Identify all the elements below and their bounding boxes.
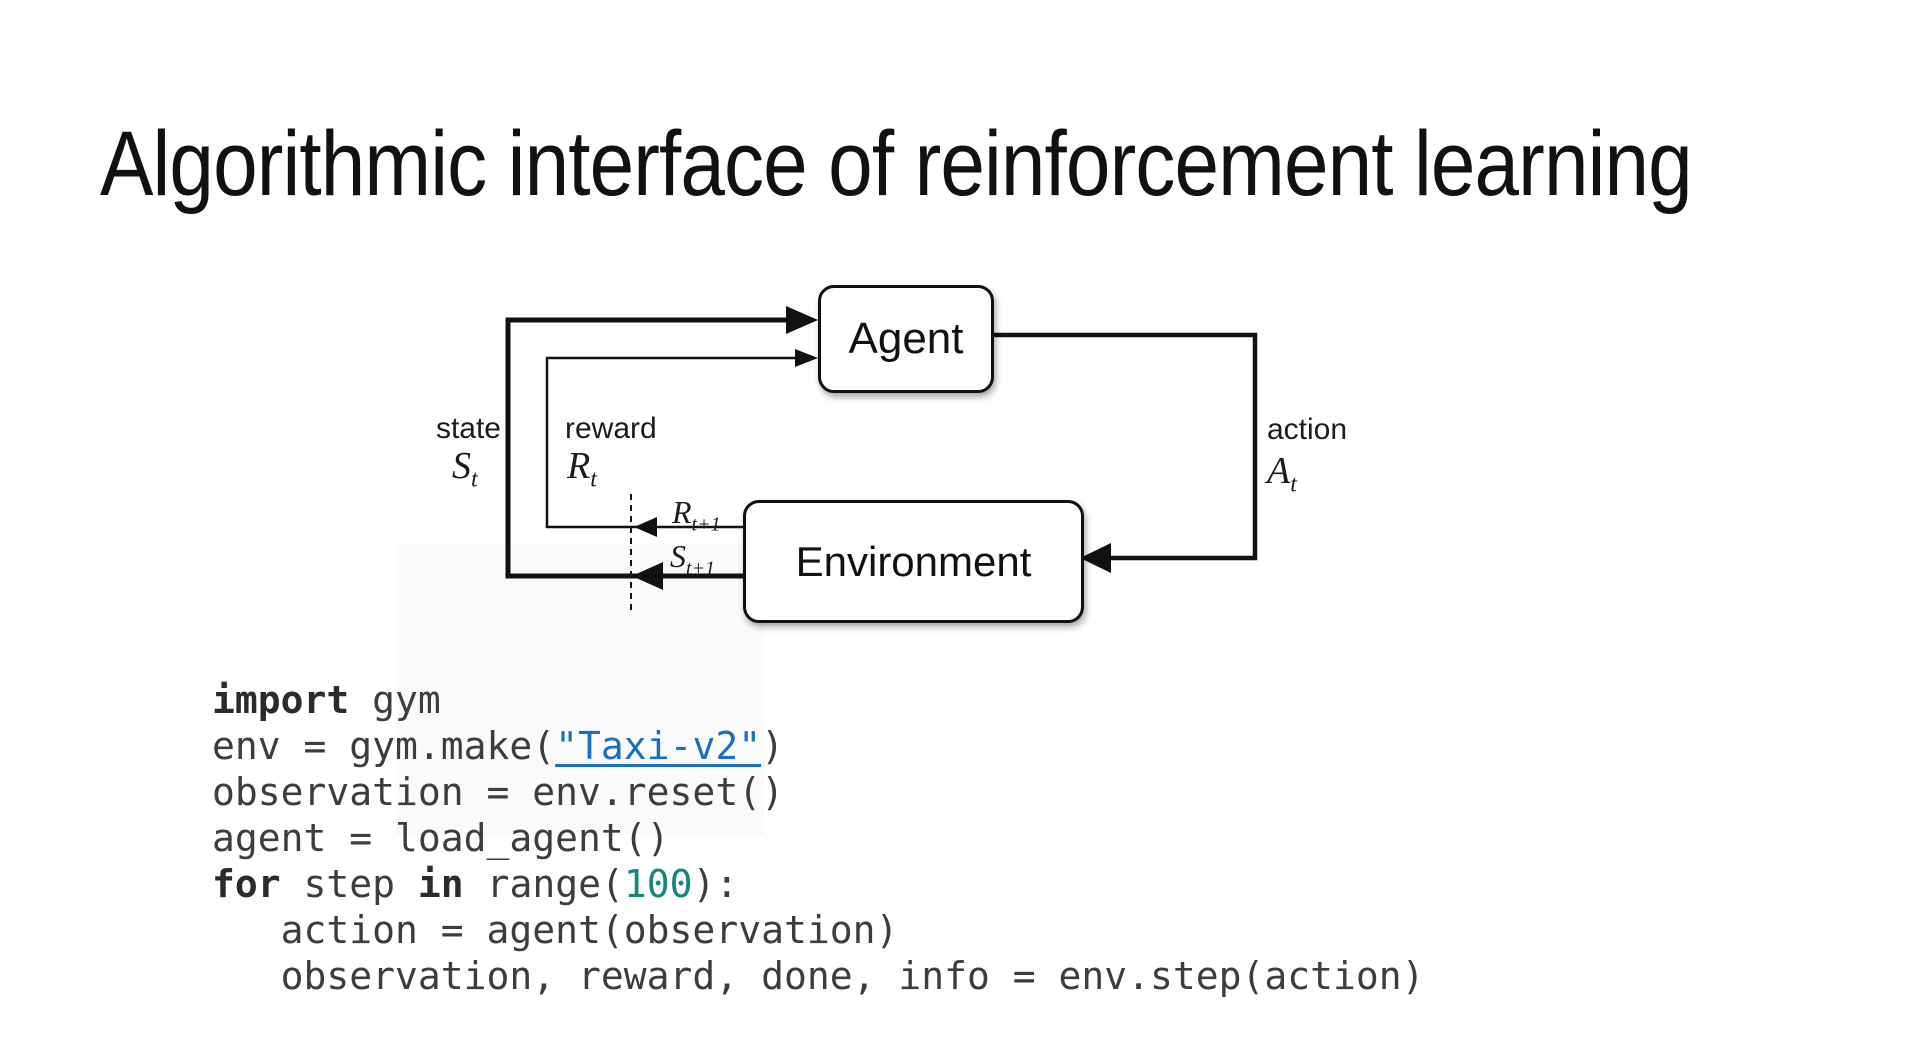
code-line: import gym bbox=[212, 678, 441, 722]
state-into-agent-arrowhead bbox=[786, 306, 818, 334]
page-title: Algorithmic interface of reinforcement l… bbox=[100, 112, 1693, 215]
code-line: observation = env.reset() bbox=[212, 770, 784, 814]
action-label: action bbox=[1267, 413, 1348, 446]
agent-label: Agent bbox=[848, 314, 964, 363]
code-line: env = gym.make("Taxi-v2") bbox=[212, 724, 784, 768]
code-background-artifact bbox=[396, 543, 764, 835]
action-symbol: At bbox=[1267, 450, 1297, 498]
code-number-literal: 100 bbox=[623, 862, 693, 906]
code-line: action = agent(observation) bbox=[212, 908, 899, 952]
next-reward-arrowhead bbox=[634, 517, 657, 537]
code-line: observation, reward, done, info = env.st… bbox=[212, 954, 1425, 998]
reward-into-agent-arrowhead bbox=[795, 349, 818, 367]
code-line: agent = load_agent() bbox=[212, 816, 670, 860]
environment-label: Environment bbox=[795, 537, 1032, 585]
reward-symbol: Rt bbox=[567, 445, 597, 493]
next-reward-symbol: Rt+1 bbox=[672, 494, 721, 536]
reward-label: reward bbox=[565, 412, 657, 445]
environment-box: Environment bbox=[743, 500, 1084, 623]
code-line: for step in range(100): bbox=[212, 862, 739, 906]
action-into-environment-arrowhead bbox=[1080, 543, 1111, 573]
taxi-v2-link[interactable]: "Taxi-v2" bbox=[555, 724, 762, 768]
next-state-symbol: St+1 bbox=[670, 538, 716, 580]
state-label: state bbox=[435, 412, 501, 445]
state-symbol: St bbox=[452, 445, 478, 493]
agent-box: Agent bbox=[818, 285, 994, 393]
